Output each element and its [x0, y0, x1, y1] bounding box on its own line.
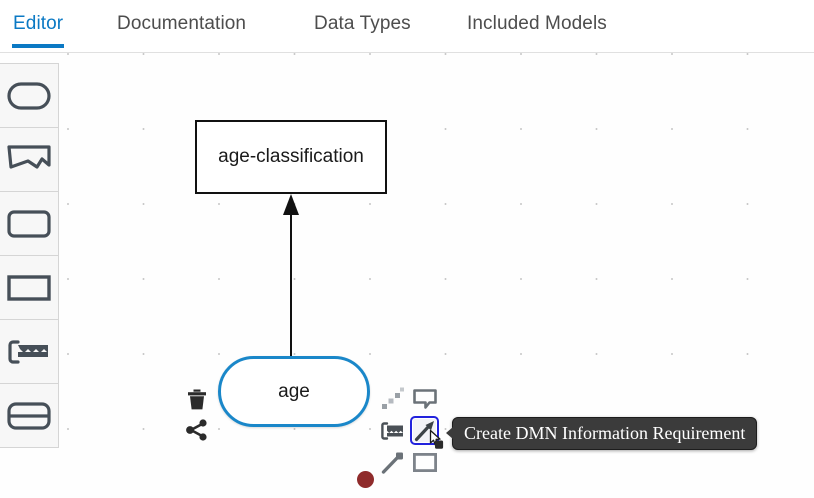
palette-item-decision[interactable]	[0, 256, 58, 320]
rounded-rectangle-icon	[7, 81, 51, 110]
tab-editor[interactable]: Editor	[11, 13, 65, 48]
editor-tab-bar: Editor Documentation Data Types Included…	[0, 0, 814, 53]
input-data-icon	[7, 209, 51, 238]
knowledge-source-icon	[380, 421, 403, 440]
palette-item-knowledge-source[interactable]	[0, 320, 58, 384]
text-annotation-icon	[7, 144, 51, 169]
decision-node-age-classification[interactable]: age-classification	[195, 120, 387, 194]
palette-item-decision-service[interactable]	[0, 384, 58, 448]
create-dmn-text-annotation-button[interactable]	[410, 384, 439, 413]
dmn-diagram-canvas[interactable]: age-classification age	[0, 53, 814, 498]
palette-item-input-data[interactable]	[0, 192, 58, 256]
create-dmn-information-requirement-button[interactable]	[410, 416, 444, 449]
tab-data-types[interactable]: Data Types	[314, 13, 411, 34]
create-dmn-decision-button[interactable]	[410, 448, 439, 477]
input-data-node-age[interactable]: age	[218, 356, 370, 427]
tab-included-models[interactable]: Included Models	[467, 13, 607, 34]
palette-item-text-annotation[interactable]	[0, 128, 58, 192]
create-dmn-knowledge-requirement-button[interactable]	[378, 448, 407, 477]
node-resize-handle[interactable]	[357, 471, 374, 488]
dashed-diagonal-arrow-icon	[381, 387, 404, 409]
create-dmn-knowledge-source-button[interactable]	[378, 416, 407, 445]
share-icon	[186, 419, 207, 441]
decision-rectangle-icon	[7, 274, 51, 301]
knowledge-requirement-arrow-icon	[381, 452, 403, 474]
text-annotation-icon	[412, 388, 437, 409]
tooltip: Create DMN Information Requirement	[445, 417, 758, 450]
create-dmn-association-button[interactable]	[378, 384, 407, 413]
information-requirement-arrow-icon	[414, 420, 434, 441]
share-node-button[interactable]	[185, 419, 209, 446]
palette-item-business-knowledge-model[interactable]	[0, 64, 58, 128]
create-shape-grid[interactable]	[378, 384, 444, 480]
input-data-node-label: age	[278, 380, 310, 402]
decision-service-icon	[7, 401, 51, 430]
delete-node-button[interactable]	[185, 388, 209, 417]
shape-palette[interactable]	[0, 63, 59, 448]
decision-node-label: age-classification	[218, 146, 364, 167]
decision-rectangle-icon	[412, 453, 437, 472]
tab-documentation[interactable]: Documentation	[117, 13, 247, 34]
trash-icon	[188, 389, 206, 410]
knowledge-source-icon	[8, 339, 48, 364]
